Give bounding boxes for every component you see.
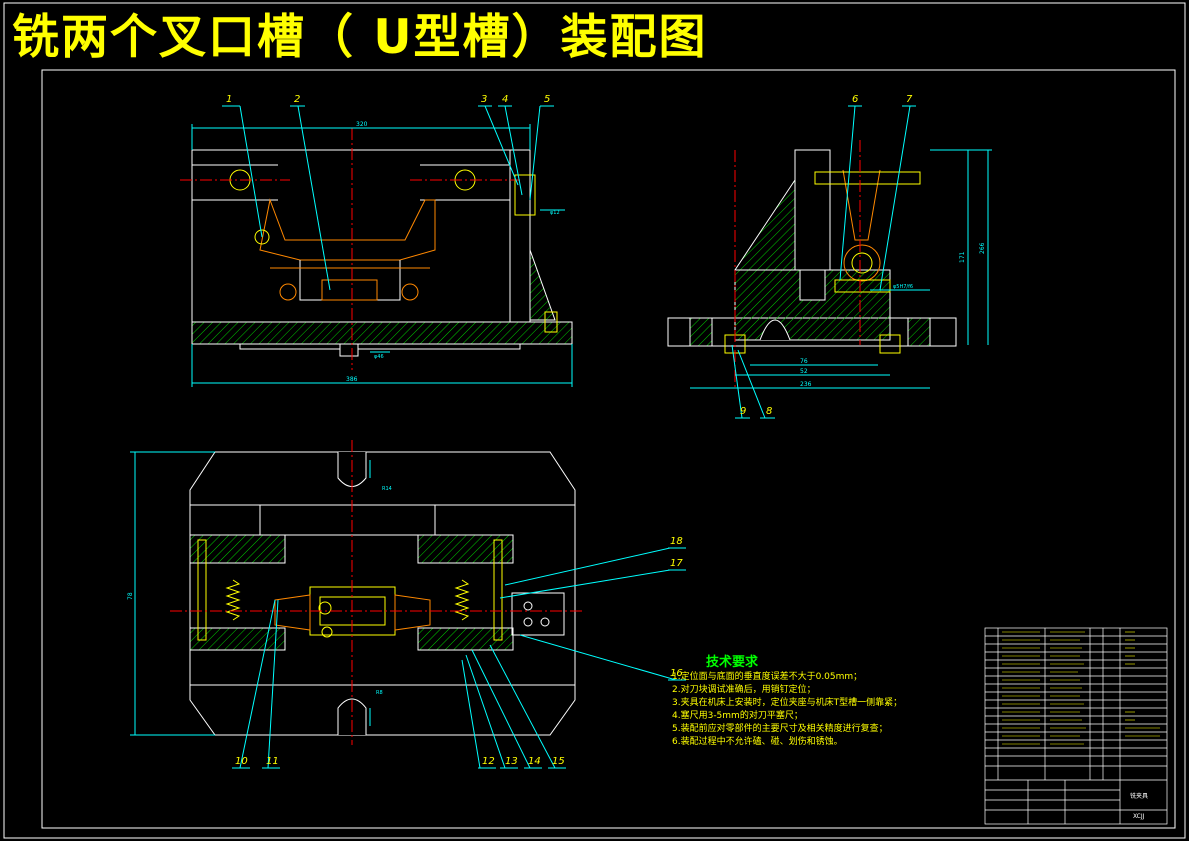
dim-top-r2: R8 — [376, 690, 383, 696]
tech-header: 技术要求 — [706, 655, 759, 670]
part-label-16: 16 — [670, 668, 683, 679]
side-view — [667, 140, 992, 390]
dim-front-width: 320 — [356, 121, 368, 128]
part-label-10: 10 — [235, 756, 248, 767]
part-label-2: 2 — [294, 94, 301, 105]
title-block — [984, 627, 1168, 825]
technical-requirements: 技术要求 1.定位面与底面的垂直度误差不大于0.05mm； 2.对刀块调试准确后… — [672, 656, 902, 749]
dim-front-phi: φ46 — [374, 354, 384, 360]
front-base-plate — [191, 321, 573, 345]
dim-side-52: 52 — [800, 368, 808, 375]
part-label-3: 3 — [481, 94, 488, 105]
drawing-title: 铣两个叉口槽（ U型槽）装配图 — [12, 10, 708, 65]
tech-line: 1.定位面与底面的垂直度误差不大于0.05mm； — [672, 672, 863, 682]
inner-frame — [41, 69, 1176, 829]
part-label-14: 14 — [528, 756, 541, 767]
part-label-9: 9 — [740, 406, 747, 417]
dim-front-base: 386 — [346, 376, 358, 383]
tech-line: 4.塞尺用3-5mm的对刀平塞尺； — [672, 711, 803, 721]
top-view — [130, 440, 585, 745]
bom-rows — [985, 635, 1167, 781]
dim-side-76: 76 — [800, 358, 808, 365]
part-label-6: 6 — [852, 94, 859, 105]
tech-line: 6.装配过程中不允许磕、碰、划伤和锈蚀。 — [672, 737, 843, 747]
part-label-13: 13 — [505, 756, 518, 767]
part-label-7: 7 — [906, 94, 913, 105]
dim-side-h1: 171 — [959, 251, 966, 263]
part-label-12: 12 — [482, 756, 495, 767]
dim-front-phi2: φ12 — [550, 210, 560, 216]
part-label-18: 18 — [670, 536, 683, 547]
outer-frame — [3, 2, 1186, 839]
dim-side-236: 236 — [800, 381, 812, 388]
front-view — [180, 124, 573, 387]
part-label-4: 4 — [502, 94, 509, 105]
part-label-11: 11 — [266, 756, 279, 767]
dim-top-h: 78 — [127, 592, 134, 600]
part-label-17: 17 — [670, 558, 683, 569]
part-label-15: 15 — [552, 756, 565, 767]
part-label-8: 8 — [766, 406, 773, 417]
leader-lines — [222, 105, 916, 769]
tech-line: 5.装配前应对零部件的主要尺寸及相关精度进行复查； — [672, 724, 888, 734]
part-label-5: 5 — [544, 94, 551, 105]
dim-side-h2: 266 — [979, 242, 986, 254]
tech-line: 3.夹具在机床上安装时，定位夹座与机床T型槽一侧靠紧； — [672, 698, 903, 708]
drawing-name: 铣夹具 — [1130, 792, 1148, 800]
drawing-code: XCJJ — [1133, 813, 1145, 820]
dim-side-fit: φ5H7/f6 — [893, 284, 913, 290]
dim-top-r1: R14 — [382, 486, 392, 492]
part-label-1: 1 — [226, 94, 233, 105]
tech-line: 2.对刀块调试准确后，用销钉定位； — [672, 685, 816, 695]
